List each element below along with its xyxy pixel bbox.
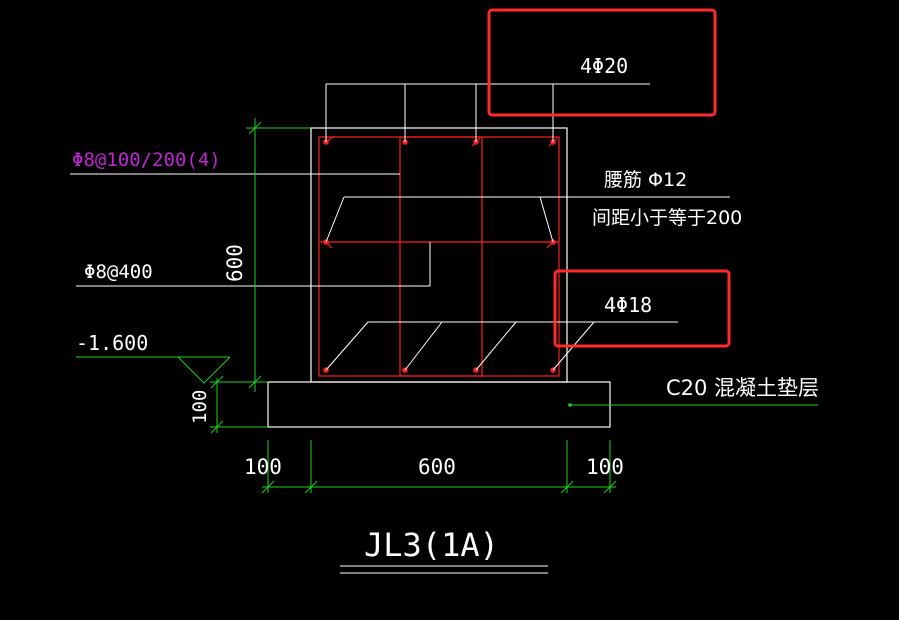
- inner-stirrup: [399, 136, 483, 377]
- stirrup-spec-label: Φ8@100/200(4): [72, 149, 221, 171]
- outer-stirrup: [318, 136, 560, 377]
- waist-spacing-label: 间距小于等于200: [592, 207, 742, 229]
- cushion-leader-dot: [568, 403, 572, 407]
- tie-bar-label: Φ8@400: [84, 261, 153, 283]
- top-bars-label: 4Φ20: [580, 54, 628, 78]
- highlight-box-top-bars: [487, 8, 717, 117]
- height-dimension: 600: [223, 244, 247, 282]
- dimension-lines: [76, 118, 818, 494]
- highlight-box-bottom-bars: [553, 269, 731, 348]
- drawing-title: JL3(1A): [364, 526, 499, 564]
- leader-lines: [70, 83, 730, 371]
- waist-bars-label: 腰筋 Φ12: [604, 169, 687, 191]
- elevation-label: -1.600: [76, 331, 148, 355]
- right-extension-dimension: 100: [586, 455, 624, 479]
- rebar-cage: [318, 135, 560, 377]
- cushion-thickness-dimension: 100: [189, 390, 211, 424]
- cushion-outline: [267, 381, 611, 428]
- stirrup-hook: [325, 135, 558, 249]
- width-dimension: 600: [418, 455, 456, 479]
- cushion-label: C20 混凝土垫层: [666, 376, 819, 400]
- left-extension-dimension: 100: [244, 455, 282, 479]
- bottom-bars-label: 4Φ18: [604, 293, 652, 317]
